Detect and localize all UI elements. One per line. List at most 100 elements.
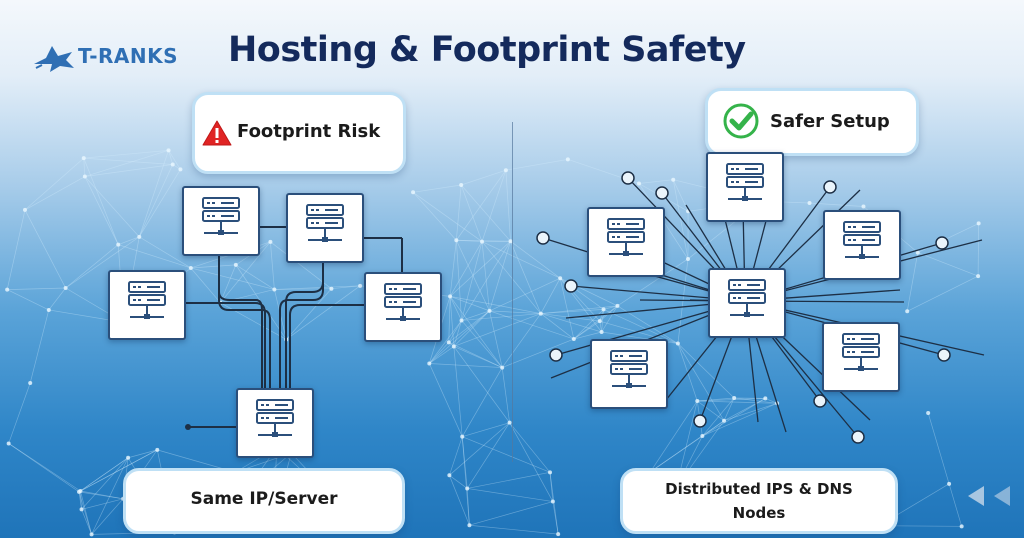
network-node — [823, 180, 837, 194]
mesh-line — [461, 241, 483, 321]
mesh-line — [467, 488, 553, 502]
network-node — [536, 231, 550, 245]
server-icon — [842, 333, 880, 371]
mesh-line — [65, 236, 140, 289]
mesh-line — [461, 241, 511, 321]
network-node — [935, 236, 949, 250]
mesh-line — [78, 457, 129, 493]
network-node — [693, 414, 707, 428]
mesh-line — [502, 338, 574, 368]
mesh-dot — [28, 380, 33, 385]
mesh-dot — [599, 330, 604, 335]
network-node — [937, 348, 951, 362]
mesh-line — [138, 169, 181, 238]
mesh-line — [723, 402, 778, 422]
mesh-line — [697, 398, 766, 402]
mesh-line — [702, 402, 778, 437]
mesh-line — [462, 422, 510, 438]
mesh-dot — [976, 274, 981, 279]
mesh-dot — [137, 234, 142, 239]
mesh-dot — [116, 242, 121, 247]
connection-line — [285, 259, 324, 388]
mesh-line — [549, 472, 554, 502]
mesh-dot — [905, 309, 910, 314]
mesh-line — [7, 289, 49, 311]
mesh-line — [617, 258, 689, 307]
mesh-line — [917, 252, 979, 277]
mesh-dot — [459, 318, 464, 323]
mesh-line — [449, 296, 462, 321]
mesh-line — [638, 179, 674, 184]
mesh-line — [80, 449, 158, 492]
mesh-dot — [556, 532, 561, 537]
mesh-line — [78, 449, 158, 493]
mesh-line — [453, 346, 503, 368]
mesh-line — [456, 184, 462, 241]
mesh-line — [78, 491, 82, 510]
mesh-dot — [6, 441, 11, 446]
footprint-risk-callout: Footprint Risk — [192, 92, 406, 174]
network-node — [655, 186, 669, 200]
server-node — [286, 193, 364, 263]
mesh-dot — [571, 337, 576, 342]
mesh-dot — [550, 499, 555, 504]
mesh-dot — [5, 287, 10, 292]
mesh-dot — [763, 396, 768, 401]
mesh-line — [501, 313, 542, 368]
connection-line — [218, 252, 263, 388]
mesh-line — [286, 285, 361, 340]
mesh-dot — [233, 262, 238, 267]
mesh-line — [723, 398, 766, 422]
mesh-line — [220, 241, 271, 303]
mesh-line — [456, 239, 483, 242]
mesh-line — [84, 176, 119, 245]
mesh-line — [412, 192, 483, 242]
mesh-dot — [447, 473, 452, 478]
server-node — [108, 270, 186, 340]
mesh-dot — [166, 148, 171, 153]
mesh-line — [702, 397, 735, 437]
mesh-line — [489, 310, 503, 368]
mesh-dot — [411, 190, 416, 195]
mesh-line — [650, 420, 725, 473]
mesh-line — [650, 400, 698, 473]
mesh-line — [509, 422, 554, 502]
mesh-line — [603, 309, 679, 344]
mesh-dot — [807, 201, 812, 206]
mesh-line — [481, 241, 561, 279]
mesh-dot — [448, 294, 453, 299]
mesh-dot — [480, 239, 485, 244]
server-icon — [256, 399, 294, 437]
mesh-line — [449, 422, 510, 476]
server-node — [236, 388, 314, 458]
mesh-line — [128, 449, 158, 459]
mesh-dot — [126, 455, 131, 460]
mesh-line — [510, 240, 561, 279]
mesh-line — [481, 170, 507, 242]
mesh-line — [765, 398, 778, 404]
same-ip-callout: Same IP/Server — [123, 468, 405, 534]
mesh-line — [83, 158, 119, 245]
mesh-line — [449, 296, 503, 368]
mesh-line — [412, 192, 457, 241]
mesh-line — [540, 309, 604, 314]
network-node — [564, 279, 578, 293]
mesh-line — [599, 309, 604, 322]
footprint-risk-label: Footprint Risk — [237, 121, 381, 142]
mesh-line — [455, 240, 462, 321]
server-node — [182, 186, 260, 256]
mesh-line — [453, 310, 490, 347]
mesh-line — [573, 331, 602, 340]
mesh-line — [469, 524, 559, 535]
mesh-dot — [926, 411, 931, 416]
mesh-line — [220, 302, 287, 340]
mesh-line — [603, 305, 618, 310]
mesh-dot — [82, 174, 87, 179]
mesh-dot — [685, 256, 690, 261]
server-node — [706, 152, 784, 222]
mesh-dot — [671, 177, 676, 182]
mesh-line — [139, 236, 191, 269]
mesh-dot — [601, 307, 606, 312]
mesh-line — [461, 169, 506, 186]
